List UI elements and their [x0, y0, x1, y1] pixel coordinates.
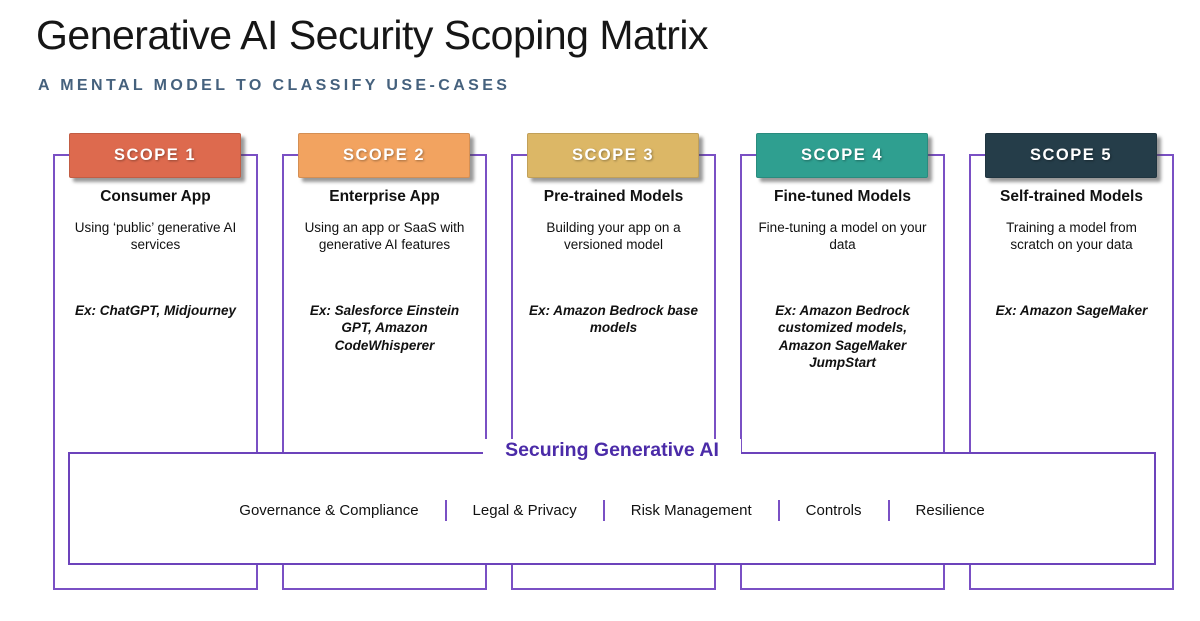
scope-3-description: Building your app on a versioned model — [546, 220, 681, 252]
scope-3-badge: SCOPE 3 — [527, 133, 699, 178]
securing-item-controls: Controls — [805, 502, 862, 519]
scope-5-badge: SCOPE 5 — [985, 133, 1157, 178]
scope-2-badge: SCOPE 2 — [298, 133, 470, 178]
page-subtitle: A MENTAL MODEL TO CLASSIFY USE-CASES — [38, 77, 511, 94]
scope-2-example: Ex: Salesforce Einstein GPT, Amazon Code… — [309, 303, 460, 353]
scope-1-example: Ex: ChatGPT, Midjourney — [74, 303, 236, 318]
scope-5-name: Self-trained Models — [1000, 188, 1143, 205]
scope-2-name: Enterprise App — [329, 188, 440, 205]
scope-4-description: Fine-tuning a model on your data — [758, 220, 927, 252]
scope-3-badge-label: SCOPE 3 — [571, 146, 655, 164]
page-title: Generative AI Security Scoping Matrix — [36, 12, 708, 58]
separator-bar — [602, 500, 605, 521]
scope-1-description: Using ‘public’ generative AI services — [74, 220, 237, 252]
scope-5-badge-label: SCOPE 5 — [1029, 146, 1113, 164]
separator-bar — [777, 500, 780, 521]
scope-1-badge: SCOPE 1 — [69, 133, 241, 178]
scope-1-badge-label: SCOPE 1 — [113, 146, 197, 164]
securing-item-resilience: Resilience — [915, 502, 985, 519]
scope-1-name: Consumer App — [100, 188, 211, 205]
securing-item-governance: Governance & Compliance — [239, 502, 419, 519]
scope-2-description: Using an app or SaaS with generative AI … — [304, 220, 465, 252]
separator-bar — [444, 500, 447, 521]
scope-5-description: Training a model from scratch on your da… — [1006, 220, 1137, 252]
scope-3-name: Pre-trained Models — [543, 188, 684, 205]
securing-item-risk: Risk Management — [630, 502, 752, 519]
scope-4-example: Ex: Amazon Bedrock customized models, Am… — [775, 303, 910, 370]
securing-generative-ai-box: Securing Generative AI Governance & Comp… — [68, 439, 1156, 565]
securing-title: Securing Generative AI — [70, 439, 1154, 462]
securing-title-label: Securing Generative AI — [483, 439, 741, 462]
scope-3-example: Ex: Amazon Bedrock base models — [528, 303, 699, 336]
securing-items-row: Governance & Compliance Legal & Privacy … — [70, 500, 1154, 521]
separator-bar — [887, 500, 890, 521]
scope-4-badge-label: SCOPE 4 — [800, 146, 884, 164]
scope-4-badge: SCOPE 4 — [756, 133, 928, 178]
scope-2-badge-label: SCOPE 2 — [342, 146, 426, 164]
scope-5-example: Ex: Amazon SageMaker — [995, 303, 1148, 318]
securing-item-legal: Legal & Privacy — [472, 502, 577, 519]
scope-4-name: Fine-tuned Models — [774, 188, 911, 205]
